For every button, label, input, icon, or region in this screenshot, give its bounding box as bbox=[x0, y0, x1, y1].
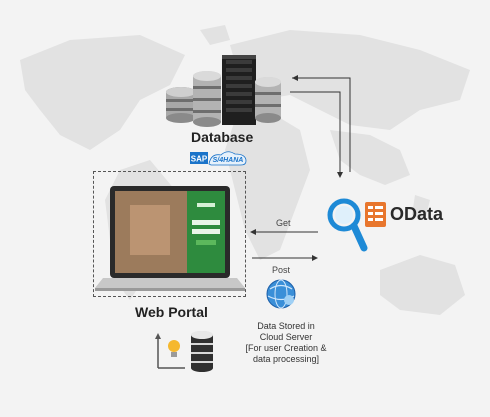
get-label: Get bbox=[276, 218, 291, 228]
lightbulb-icon bbox=[168, 340, 180, 357]
portal-arrows bbox=[250, 229, 318, 261]
odata-icon bbox=[365, 202, 386, 227]
search-icon bbox=[327, 198, 368, 252]
cloud-text-line: Data Stored in bbox=[257, 321, 315, 331]
db-stack-mid-left bbox=[193, 71, 221, 127]
db-stack-left bbox=[166, 87, 196, 123]
cloud-storage-description: Data Stored in Cloud Server [For user Cr… bbox=[226, 321, 346, 365]
web-portal-frame bbox=[93, 171, 246, 297]
s4hana-text: S/4HANA bbox=[213, 157, 244, 164]
database-label: Database bbox=[191, 129, 254, 145]
small-database-icon bbox=[191, 331, 213, 372]
cloud-text-line: data processing] bbox=[252, 354, 320, 364]
laptop-icon bbox=[95, 186, 245, 291]
cloud-text-line: Cloud Server bbox=[259, 332, 313, 342]
database-icon bbox=[166, 55, 281, 127]
web-portal-label: Web Portal bbox=[135, 304, 208, 320]
post-label: Post bbox=[272, 265, 291, 275]
sap-logo-text: SAP bbox=[191, 155, 208, 164]
db-stack-right bbox=[255, 77, 281, 123]
db-odata-arrows bbox=[290, 75, 351, 178]
cloud-globe-icon bbox=[266, 279, 296, 309]
odata-label: OData bbox=[390, 204, 444, 224]
sap-s4hana-logo: SAP S/4HANA bbox=[190, 151, 247, 166]
server-tower bbox=[222, 55, 256, 125]
analytics-icon bbox=[155, 333, 185, 369]
cloud-text-line: [For user Creation & bbox=[245, 343, 327, 353]
